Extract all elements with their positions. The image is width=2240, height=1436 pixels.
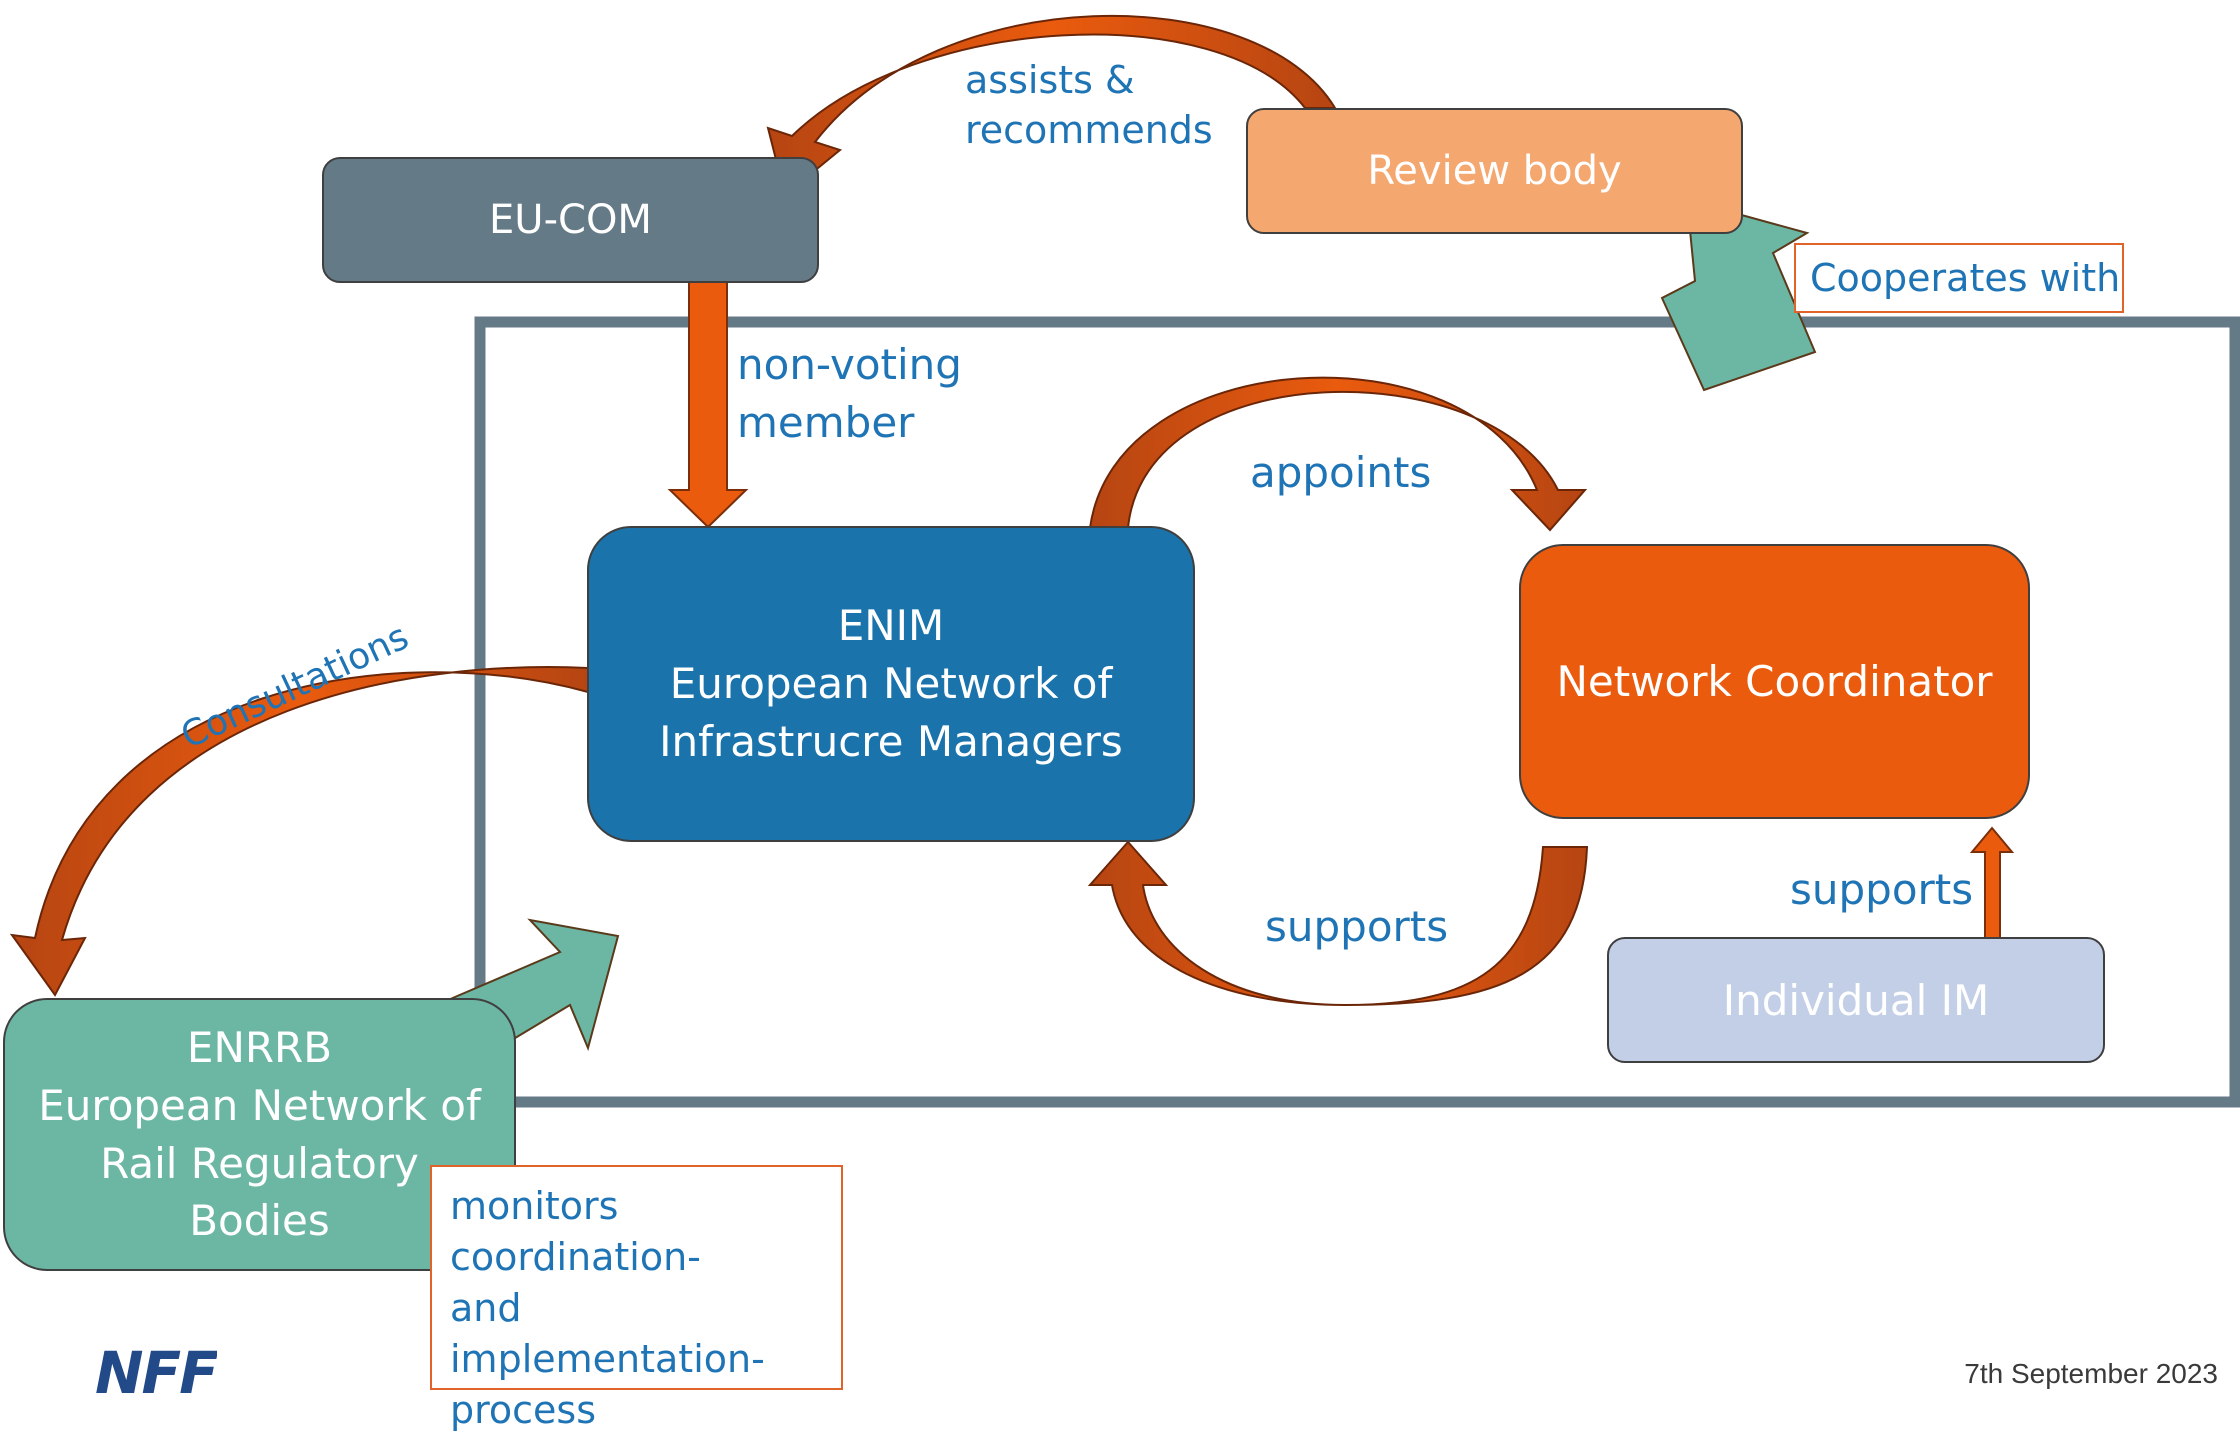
cooperates-label: Cooperates with — [1794, 243, 2124, 313]
enrrb-line2: Rail Regulatory — [100, 1138, 419, 1188]
non-voting-line2: member — [737, 398, 915, 447]
non-voting-arrow — [667, 279, 749, 529]
supports-nc-label: supports — [1790, 865, 1974, 914]
nff-logo: NFF — [95, 1343, 217, 1393]
eu-com-label: EU-COM — [489, 197, 652, 243]
enim-line1: European Network of — [669, 659, 1113, 709]
monitors-line1: monitors — [450, 1184, 619, 1228]
enim-node: ENIM European Network of Infrastrucre Ma… — [587, 526, 1195, 842]
non-voting-line1: non-voting — [737, 340, 962, 389]
network-coordinator-node: Network Coordinator — [1519, 544, 2030, 819]
enim-line2: Infrastrucre Managers — [659, 716, 1123, 766]
enrrb-title: ENRRB — [186, 1022, 333, 1072]
enrrb-line1: European Network of — [38, 1080, 481, 1130]
enrrb-line3: Bodies — [189, 1196, 330, 1246]
individual-im-node: Individual IM — [1607, 937, 2105, 1063]
eu-com-node: EU-COM — [322, 157, 819, 283]
supports-curve-arrow — [1087, 840, 1589, 1007]
scope-frame — [474, 316, 2240, 1108]
individual-im-label: Individual IM — [1722, 975, 1990, 1025]
monitors-line2: coordination- — [450, 1235, 701, 1279]
supports-enim-label: supports — [1265, 902, 1449, 951]
supports-up-arrow — [1969, 826, 2015, 939]
consultations-arrow — [9, 666, 589, 997]
enim-title: ENIM — [837, 601, 945, 651]
monitors-line3: and implementation- — [450, 1286, 765, 1381]
non-voting-label: non-voting member — [737, 336, 962, 452]
review-body-node: Review body — [1246, 108, 1743, 234]
cooperates-text: Cooperates with — [1810, 256, 2121, 300]
appoints-label: appoints — [1250, 448, 1432, 497]
enrrb-node: ENRRB European Network of Rail Regulator… — [3, 998, 516, 1271]
review-body-label: Review body — [1367, 148, 1622, 194]
cooperates-arrow — [1660, 198, 1817, 392]
monitors-label: monitors coordination- and implementatio… — [430, 1165, 843, 1432]
governance-diagram: EU-COM Review body ENIM European Network… — [3, 14, 2240, 1432]
network-coordinator-label: Network Coordinator — [1556, 657, 1993, 706]
assists-line1: assists & — [965, 58, 1135, 102]
assists-line2: recommends — [965, 108, 1213, 152]
nff-logo-text: NFF — [95, 1343, 217, 1393]
appoints-arrow — [1088, 376, 1588, 532]
assists-label: assists & recommends — [965, 55, 1213, 155]
monitors-line4: process — [450, 1388, 597, 1432]
date-label: 7th September 2023 — [1964, 1358, 2218, 1389]
